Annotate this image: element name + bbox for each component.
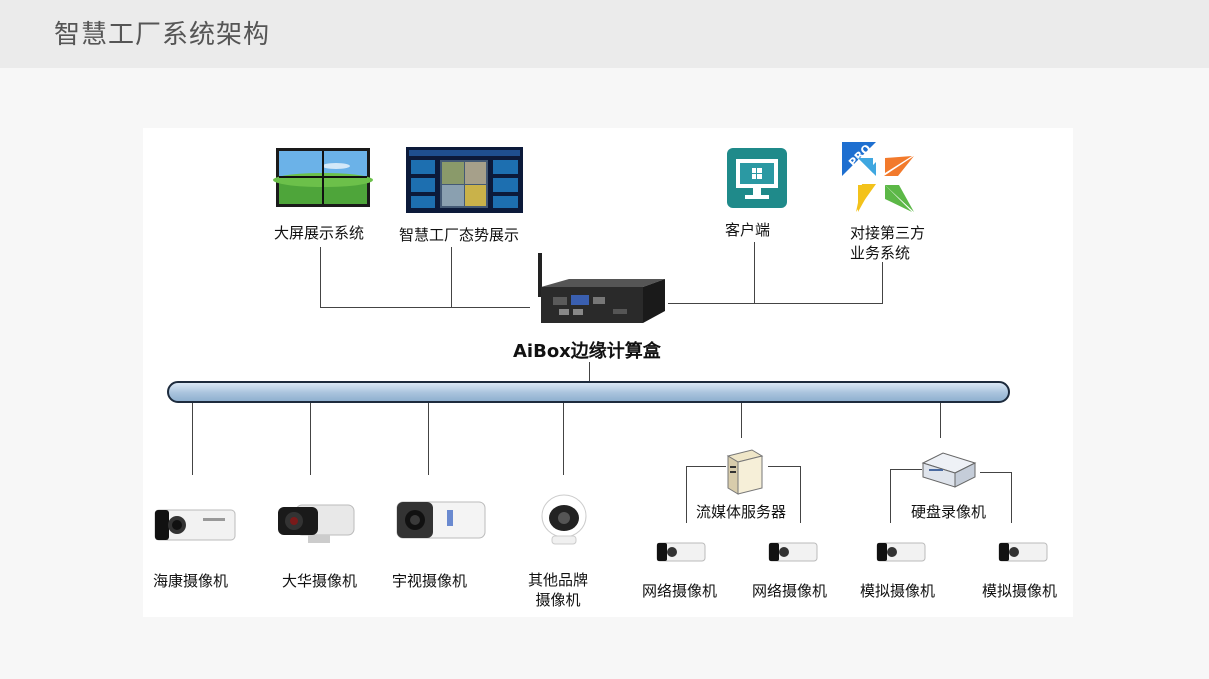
connector-line	[940, 403, 941, 438]
connector-line	[754, 242, 755, 303]
hikvision-camera-label: 海康摄像机	[153, 572, 229, 590]
connector-line	[882, 262, 883, 303]
connector-line	[589, 362, 590, 382]
bullet-camera-icon	[876, 542, 926, 562]
server-icon	[726, 449, 764, 495]
bullet-camera-icon	[768, 542, 818, 562]
third-party-label-line1: 对接第三方	[850, 224, 926, 242]
dahua-camera-label: 大华摄像机	[282, 572, 358, 590]
connector-line	[310, 403, 311, 475]
connector-line	[890, 469, 922, 470]
big-screen-label: 大屏展示系统	[274, 224, 365, 242]
connector-line	[980, 472, 1011, 473]
analog-camera-label-1: 模拟摄像机	[860, 582, 936, 600]
connector-line	[890, 469, 891, 523]
network-bus	[167, 381, 1010, 403]
client-label: 客户端	[725, 221, 771, 239]
bullet-camera-icon	[396, 501, 486, 539]
diagram-panel	[143, 128, 1073, 617]
analog-camera-label-2: 模拟摄像机	[982, 582, 1058, 600]
aibox-device-icon	[538, 253, 665, 323]
video-wall-icon	[273, 148, 373, 207]
connector-line	[800, 466, 801, 523]
bullet-camera-icon	[656, 542, 706, 562]
connector-line	[451, 247, 452, 307]
connector-line	[668, 303, 883, 304]
connector-line	[428, 403, 429, 475]
network-camera-label-2: 网络摄像机	[752, 582, 828, 600]
third-party-label: 对接第三方 业务系统	[850, 223, 925, 263]
connector-line	[320, 307, 530, 308]
windows-client-icon	[727, 148, 787, 208]
connector-line	[563, 403, 564, 475]
page-title: 智慧工厂系统架构	[54, 20, 271, 50]
connector-line	[686, 466, 726, 467]
pro-integration-icon: PRO	[842, 142, 914, 212]
nvr-label: 硬盘录像机	[911, 503, 987, 521]
situation-display-label: 智慧工厂态势展示	[399, 226, 520, 244]
streaming-server-label: 流媒体服务器	[696, 503, 787, 521]
other-brand-camera-label: 其他品牌 摄像机	[528, 570, 588, 610]
network-camera-label-1: 网络摄像机	[642, 582, 718, 600]
other-brand-line1: 其他品牌	[528, 571, 589, 589]
connector-line	[192, 403, 193, 475]
other-brand-line2: 摄像机	[535, 591, 581, 609]
bullet-camera-icon	[154, 509, 236, 541]
header-bar: 智慧工厂系统架构	[0, 0, 1209, 68]
connector-line	[768, 466, 800, 467]
bullet-camera-icon	[998, 542, 1048, 562]
connector-line	[741, 403, 742, 438]
aibox-label: AiBox边缘计算盒	[513, 341, 661, 362]
connector-line	[686, 466, 687, 523]
connector-line	[1011, 472, 1012, 523]
third-party-label-line2: 业务系统	[850, 244, 911, 262]
nvr-icon	[921, 452, 977, 488]
uniview-camera-label: 宇视摄像机	[392, 572, 468, 590]
connector-line	[320, 247, 321, 307]
dashboard-screen-icon	[406, 147, 523, 213]
dome-camera-icon	[541, 494, 587, 545]
bullet-camera-icon	[278, 504, 355, 543]
